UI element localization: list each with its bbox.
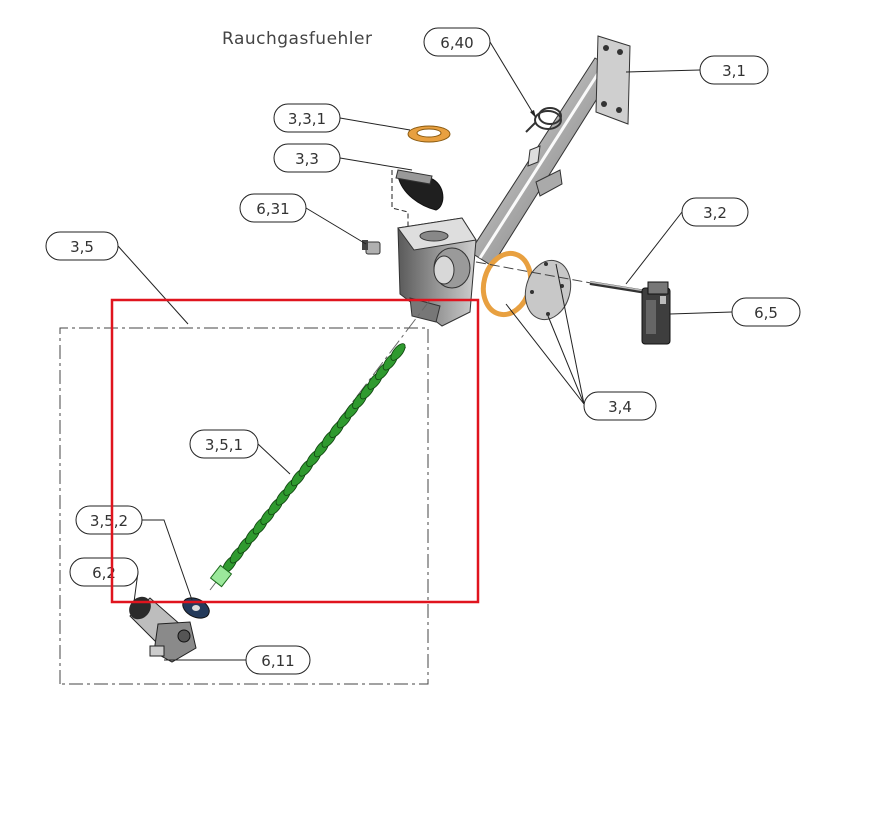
label-3-5-2-text: 3,5,2: [90, 512, 128, 530]
label-3-5-1-text: 3,5,1: [205, 436, 243, 454]
label-6-5-text: 6,5: [754, 304, 778, 322]
part-flap-lid: [391, 169, 444, 226]
part-actuator: [641, 281, 671, 345]
leader-lines: [110, 41, 733, 661]
label-6-5: 6,5: [731, 297, 801, 327]
highlight-box: [110, 298, 480, 604]
label-6-2: 6,2: [69, 557, 139, 587]
part-tube: [469, 35, 631, 267]
label-3-1: 3,1: [699, 55, 769, 85]
label-3-5-text: 3,5: [70, 238, 94, 256]
label-3-3-1: 3,3,1: [273, 103, 341, 133]
part-shaft: [589, 281, 647, 294]
label-3-5: 3,5: [45, 231, 119, 261]
label-6-31-text: 6,31: [256, 200, 289, 218]
part-bearing-disc: [182, 597, 210, 619]
label-3-5-1: 3,5,1: [189, 429, 259, 459]
part-housing-block: [397, 217, 477, 327]
label-6-40-text: 6,40: [440, 34, 473, 52]
part-ring-gasket: [407, 125, 451, 143]
label-6-11: 6,11: [245, 645, 311, 675]
label-3-5-2: 3,5,2: [75, 505, 143, 535]
label-6-11-text: 6,11: [261, 652, 294, 670]
part-gasket-and-cover: [475, 250, 641, 321]
part-screw: [362, 240, 381, 255]
label-3-3-1-text: 3,3,1: [288, 110, 326, 128]
part-gear-motor: [129, 596, 197, 663]
label-6-31: 6,31: [239, 193, 307, 223]
label-3-4: 3,4: [583, 391, 657, 421]
label-6-40: 6,40: [423, 27, 491, 57]
label-3-3-text: 3,3: [295, 150, 319, 168]
part-flue-sensor-coil: [525, 107, 562, 133]
part-shaft-end: [209, 564, 233, 588]
label-3-1-text: 3,1: [722, 62, 746, 80]
auger-flight: [390, 343, 406, 361]
label-3-2: 3,2: [681, 197, 749, 227]
label-3-4-text: 3,4: [608, 398, 632, 416]
part-auger: [209, 299, 431, 591]
label-6-2-text: 6,2: [92, 564, 116, 582]
label-3-2-text: 3,2: [703, 204, 727, 222]
label-3-3: 3,3: [273, 143, 341, 173]
assembly-frame: [59, 327, 429, 685]
title-label: Rauchgasfuehler: [222, 29, 372, 49]
